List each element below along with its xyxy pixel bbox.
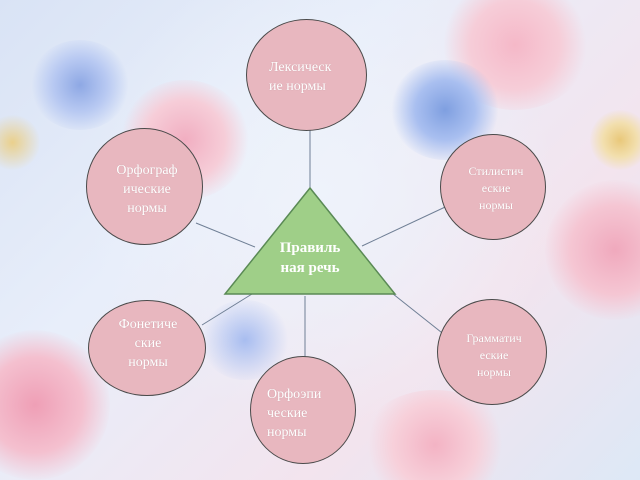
node-grammatical: Грамматич еские нормы (437, 299, 547, 405)
center-triangle (223, 186, 397, 295)
node-orthoepic: Орфоэпи ческие нормы (250, 356, 356, 464)
connector-stylistic (361, 200, 459, 247)
node-label-lexical: Лексическ ие нормы (269, 60, 332, 94)
node-label-stylistic: Стилистич еские нормы (468, 164, 524, 212)
node-label-orthographic: Орфограф ические нормы (116, 163, 178, 216)
connector-orthographic (195, 222, 256, 248)
node-label-orthoepic: Орфоэпи ческие нормы (267, 387, 322, 440)
node-phonetic: Фонетиче ские нормы (88, 300, 206, 396)
node-stylistic: Стилистич еские нормы (440, 134, 546, 240)
node-lexical: Лексическ ие нормы (246, 19, 367, 131)
node-label-grammatical: Грамматич еские нормы (466, 331, 522, 379)
center-label: Правиль ная речь (279, 240, 341, 276)
connector-phonetic (201, 293, 253, 326)
node-orthographic: Орфограф ические нормы (86, 128, 203, 245)
node-label-phonetic: Фонетиче ские нормы (118, 317, 178, 370)
